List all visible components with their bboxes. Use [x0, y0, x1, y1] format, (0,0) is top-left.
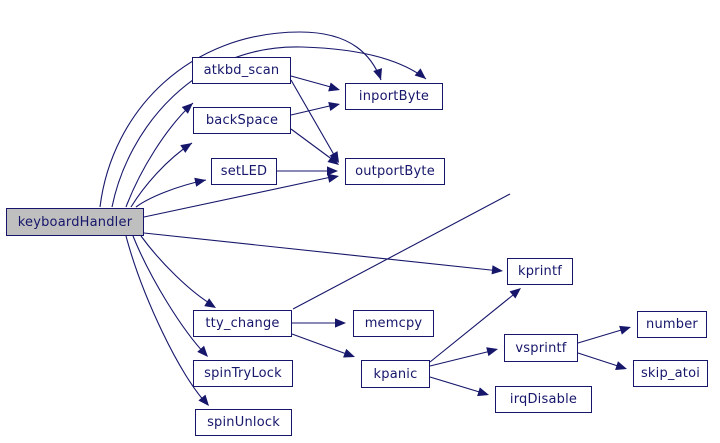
edge-keyboardHandler-to-tty_change [140, 235, 216, 308]
node-inportByte[interactable]: inportByte [345, 83, 443, 110]
arrowhead-icon [509, 288, 521, 299]
node-tty_change[interactable]: tty_change [193, 310, 292, 337]
node-memcpy[interactable]: memcpy [353, 310, 434, 337]
node-label: inportByte [358, 89, 430, 104]
edge-backSpace-to-inportByte [290, 101, 340, 116]
arrowhead-icon [491, 265, 503, 275]
arrowhead-icon [197, 345, 208, 357]
node-label: number [646, 317, 698, 332]
node-irqDisable[interactable]: irqDisable [495, 386, 592, 413]
node-skip_atoi[interactable]: skip_atoi [633, 360, 708, 387]
edge-setLED-to-outportByte [277, 166, 338, 176]
node-label: outportByte [355, 164, 435, 179]
node-label: spinTryLock [204, 366, 282, 381]
node-setLED[interactable]: setLED [211, 158, 277, 185]
node-label: atkbd_scan [203, 63, 280, 78]
arrowhead-icon [335, 318, 346, 328]
node-label: tty_change [205, 316, 280, 331]
node-label: kpanic [373, 366, 418, 382]
arrowhead-icon [327, 173, 339, 183]
node-label: vsprintf [515, 340, 567, 356]
node-label: irqDisable [509, 392, 578, 407]
edge-keyboardHandler-to-backSpace [130, 142, 193, 208]
arrowhead-icon [327, 166, 338, 176]
arrowhead-icon [328, 82, 340, 92]
node-label: setLED [220, 164, 268, 179]
edge-kpanic-to-irqDisable [429, 376, 489, 397]
arrowhead-icon [373, 68, 382, 80]
node-keyboardHandler[interactable]: keyboardHandler [6, 208, 144, 236]
arrowhead-icon [343, 348, 355, 358]
node-vsprintf[interactable]: vsprintf [504, 334, 578, 362]
node-spinUnlock[interactable]: spinUnlock [195, 409, 292, 436]
node-kpanic[interactable]: kpanic [361, 360, 430, 388]
arrowhead-icon [194, 177, 206, 187]
arrowhead-icon [198, 394, 209, 406]
arrowhead-icon [619, 325, 631, 335]
edge-tty_change-to-kpanic [291, 333, 355, 358]
arrowhead-icon [180, 143, 192, 153]
edge-kpanic-to-vsprintf [429, 347, 498, 367]
edge-keyboardHandler-to-spinTryLock [132, 235, 208, 357]
node-label: skip_atoi [640, 366, 701, 381]
node-label: backSpace [205, 113, 279, 128]
node-kprintf[interactable]: kprintf [507, 258, 573, 285]
edge-tty_change-to-kprintf [292, 193, 511, 310]
edge-atkbd_scan-to-outportByte [290, 79, 339, 163]
node-label: kprintf [517, 264, 563, 279]
edge-vsprintf-to-number [577, 325, 631, 344]
arrowhead-icon [327, 154, 339, 165]
node-label: keyboardHandler [17, 214, 133, 230]
arrowhead-icon [615, 361, 627, 370]
node-outportByte[interactable]: outportByte [345, 158, 445, 185]
edge-backSpace-to-outportByte [290, 128, 339, 165]
node-number[interactable]: number [637, 311, 707, 338]
arrowhead-icon [328, 101, 340, 111]
arrowhead-icon [329, 151, 339, 163]
edge-keyboardHandler-to-setLED [135, 177, 207, 208]
arrowhead-icon [414, 68, 426, 79]
edge-keyboardHandler-to-kprintf [143, 232, 503, 275]
node-label: spinUnlock [207, 415, 280, 430]
arrowhead-icon [486, 347, 498, 357]
arrowhead-icon [477, 387, 489, 397]
edge-atkbd_scan-to-inportByte [290, 75, 340, 92]
node-atkbd_scan[interactable]: atkbd_scan [192, 57, 291, 84]
edge-tty_change-to-memcpy [292, 318, 346, 328]
node-backSpace[interactable]: backSpace [193, 107, 291, 134]
edge-vsprintf-to-skip_atoi [577, 352, 627, 370]
edge-keyboardHandler-to-atkbd_scan [125, 102, 194, 208]
node-label: memcpy [364, 316, 423, 331]
node-spinTryLock[interactable]: spinTryLock [193, 360, 293, 387]
